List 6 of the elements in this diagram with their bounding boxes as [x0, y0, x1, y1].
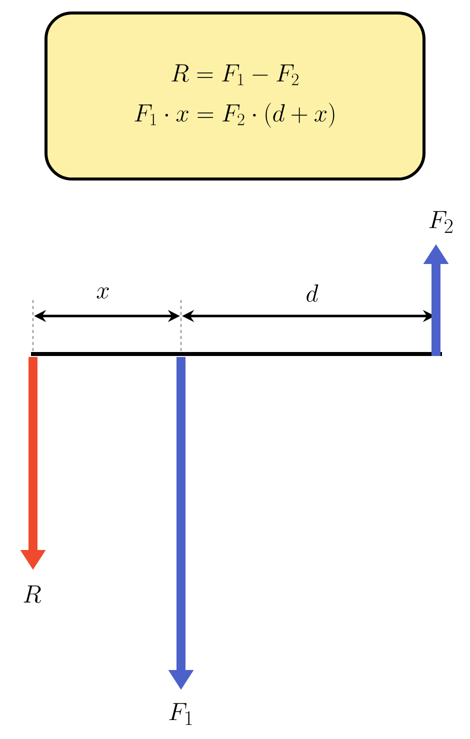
force-label: $R$ [24, 586, 42, 604]
force-label: $d$ [306, 284, 318, 302]
force-label: $F_1$ [169, 703, 192, 725]
force-label: $x$ [96, 287, 109, 299]
formula-box: $R = F_1 - F_2$ $F_1 \cdot x = F_2 \cdot (d + x)$ [44, 12, 426, 180]
force-label: $F_2$ [429, 211, 453, 233]
